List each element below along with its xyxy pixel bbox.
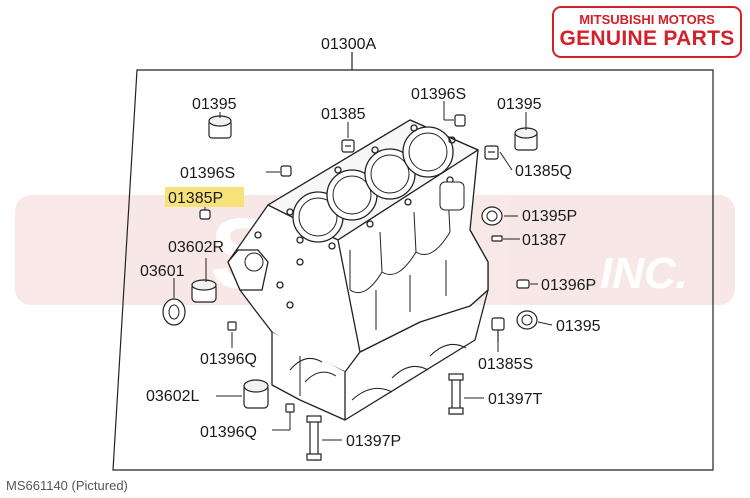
parts xyxy=(162,114,538,461)
part-label-01387: 01387 xyxy=(522,232,567,249)
part-label-01397p: 01397P xyxy=(346,433,401,450)
badge-genuine-line: GENUINE PARTS xyxy=(559,27,735,50)
watermark-subtext: INC. xyxy=(600,249,688,298)
part-label-01396p: 01396P xyxy=(541,277,596,294)
part-shape-01387 xyxy=(491,235,503,242)
part-shape-01395-right xyxy=(516,310,538,330)
part-label-03602l: 03602L xyxy=(146,388,199,405)
part-label-01395-top-right: 01395 xyxy=(497,96,542,113)
diagram-frame xyxy=(112,69,714,471)
part-label-01385-top: 01385 xyxy=(321,106,366,123)
part-shape-01396q-mid xyxy=(227,321,237,331)
part-label-01397t: 01397T xyxy=(488,391,542,408)
leader-lines xyxy=(173,101,553,441)
assembly-label: 01300A xyxy=(321,36,376,53)
part-label-03602r: 03602R xyxy=(168,239,224,256)
part-label-01395p: 01395P xyxy=(522,208,577,225)
part-shape-03601 xyxy=(162,298,186,326)
part-label-01396s-top: 01396S xyxy=(411,86,466,103)
highlight-box xyxy=(165,187,244,207)
part-shape-01397p xyxy=(306,415,322,461)
part-shape-01385s xyxy=(491,317,505,342)
part-label-01385p: 01385P xyxy=(168,190,223,207)
part-shape-01385-top xyxy=(341,139,355,153)
part-label-01396q-mid: 01396Q xyxy=(200,351,257,368)
part-shape-01385q xyxy=(484,145,499,160)
part-shape-01395p xyxy=(481,206,503,226)
part-shape-01396s-left xyxy=(280,165,292,177)
part-label-01385q: 01385Q xyxy=(515,163,572,180)
genuine-parts-badge: MITSUBISHI MOTORS GENUINE PARTS xyxy=(552,6,742,58)
cylinder-block xyxy=(227,119,489,421)
part-label-01396s-left: 01396S xyxy=(180,165,235,182)
badge-brand-line: MITSUBISHI MOTORS xyxy=(579,12,715,27)
part-shape-01397t xyxy=(448,373,464,415)
part-shape-01395-top-left xyxy=(208,115,232,139)
part-label-01385s: 01385S xyxy=(478,356,533,373)
part-shape-01385p xyxy=(199,209,211,220)
part-shape-01396s-top xyxy=(454,114,466,127)
part-shape-01396p xyxy=(516,279,530,289)
part-label-03601: 03601 xyxy=(140,263,185,280)
part-number-caption: MS661140 (Pictured) xyxy=(6,478,128,493)
part-shape-03602r xyxy=(191,279,217,303)
part-label-01396q-bottom: 01396Q xyxy=(200,424,257,441)
part-label-01395-top-left: 01395 xyxy=(192,96,237,113)
part-shape-01395-top-right xyxy=(514,127,538,151)
part-label-01395-right: 01395 xyxy=(556,318,601,335)
part-shape-03602l xyxy=(243,379,269,409)
part-labels: 01300A 01395 01385 01396S 01395 01396S 0… xyxy=(140,36,601,450)
part-shape-01396q-bottom xyxy=(285,403,295,413)
